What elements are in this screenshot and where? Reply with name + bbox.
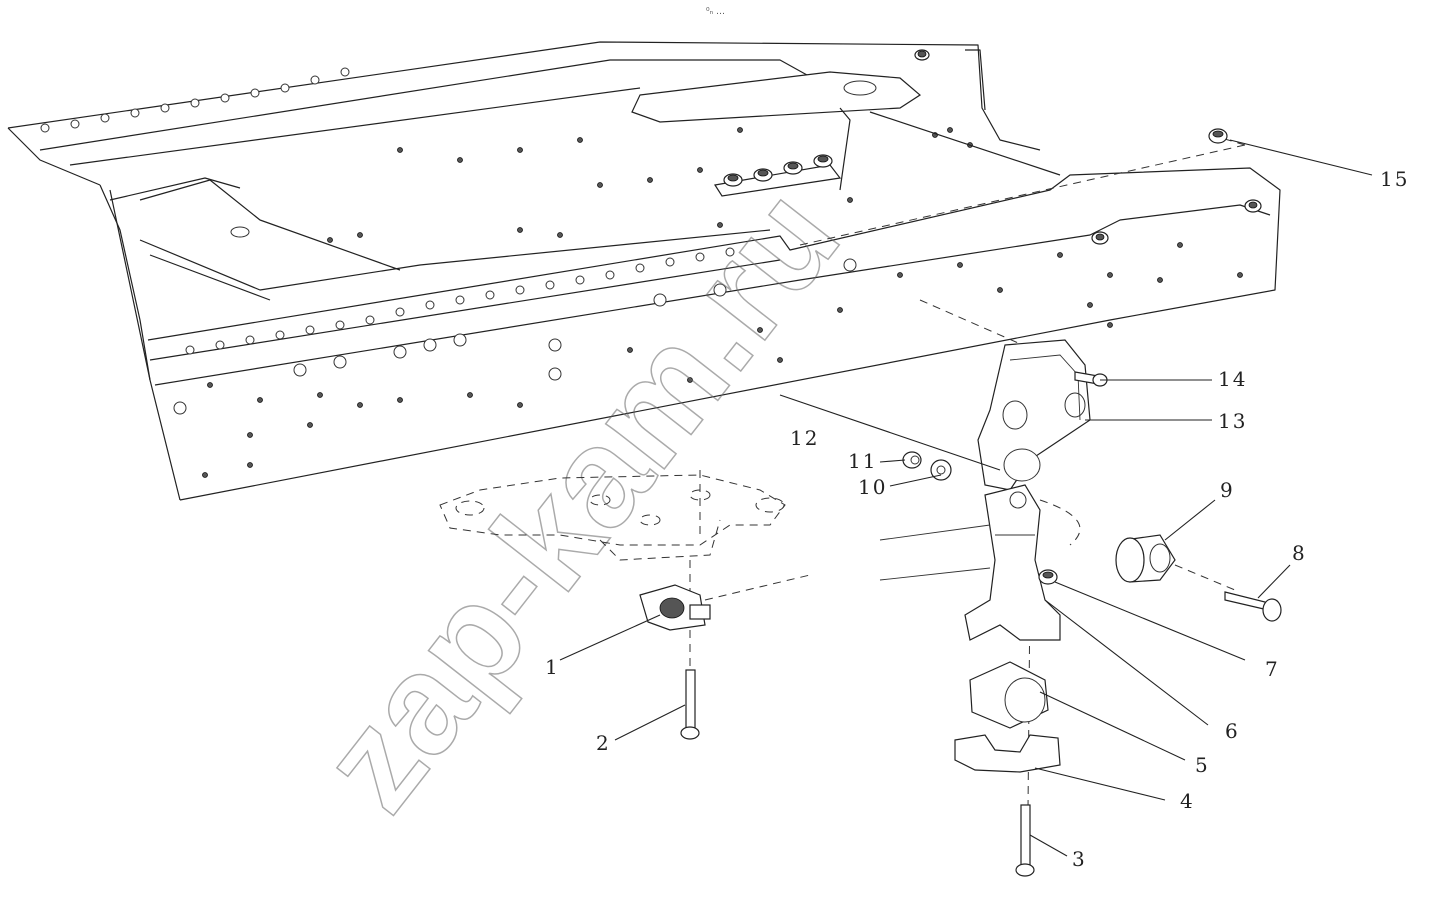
callout-labels: 15 14 13 12 11 10 9 8 7 6 5 4 3 2 1 <box>545 167 1409 871</box>
callout-12: 12 <box>790 426 819 450</box>
part-13-bracket <box>977 339 1091 491</box>
callout-14: 14 <box>1218 367 1247 391</box>
part-15-nut <box>1208 128 1228 144</box>
part-9-bushing <box>1115 534 1176 583</box>
part-7-nut <box>1038 569 1058 585</box>
part-12-support-plate <box>439 474 786 561</box>
callout-3: 3 <box>1072 847 1087 871</box>
part-10-washer <box>930 459 952 481</box>
callout-2: 2 <box>596 731 611 755</box>
callout-11: 11 <box>848 449 877 473</box>
callout-9: 9 <box>1220 478 1235 502</box>
header-mark: ⁰ₙ … <box>706 7 725 17</box>
callout-15: 15 <box>1380 167 1409 191</box>
part-3-bolt <box>1015 804 1035 877</box>
top-bolt-cluster <box>714 49 930 197</box>
callout-4: 4 <box>1180 789 1195 813</box>
callout-1: 1 <box>545 655 560 679</box>
leader-lines <box>559 139 1373 857</box>
callout-8: 8 <box>1292 541 1307 565</box>
callout-5: 5 <box>1195 753 1210 777</box>
rail-holes-top <box>40 67 350 133</box>
part-1-mount <box>639 584 711 631</box>
callout-6: 6 <box>1225 719 1240 743</box>
callout-7: 7 <box>1265 657 1280 681</box>
rail-holes-side <box>173 247 857 415</box>
chassis-frame <box>7 41 1281 501</box>
callout-13: 13 <box>1218 409 1247 433</box>
frame-dots <box>202 127 1243 478</box>
assembly-lines <box>689 136 1246 811</box>
part-2-bolt <box>680 669 700 740</box>
part-11-sleeve <box>902 451 922 469</box>
part-8-pin <box>1224 591 1282 622</box>
part-4-clamp <box>954 734 1061 773</box>
callout-10: 10 <box>858 475 887 499</box>
part-6-arm <box>879 484 1061 641</box>
part-5-sleeve <box>969 661 1049 729</box>
